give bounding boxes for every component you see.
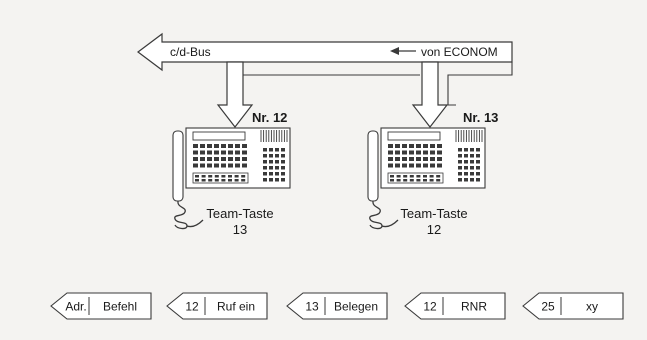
- sequence-arrow-shape: [166, 292, 268, 320]
- econom-arrow-head: [390, 47, 399, 55]
- sequence-arrow-shape: [522, 292, 624, 320]
- sequence-left-label: Adr.: [65, 300, 86, 314]
- sequence-arrow: 12 RNR: [404, 292, 506, 320]
- speaker-grille: [455, 130, 483, 142]
- cord: [174, 200, 204, 230]
- sequence-right-label: Belegen: [334, 300, 378, 314]
- sequence-arrow-shape: [50, 292, 152, 320]
- sequence-right-label: xy: [586, 300, 598, 314]
- sequence-arrow: Adr. Befehl: [50, 292, 152, 320]
- cd-bus-arrow: [137, 32, 513, 72]
- cd-bus-label: c/d-Bus: [170, 45, 211, 59]
- cord: [369, 200, 399, 230]
- sequence-arrow-shape: [404, 292, 506, 320]
- phone-icon: [367, 127, 486, 230]
- sequence-left-label: 13: [305, 300, 319, 314]
- phone-2-caption-line1: Team-Taste: [400, 206, 467, 221]
- function-keys: [263, 148, 285, 182]
- function-keys: [458, 148, 480, 182]
- sequence-arrow: 13 Belegen: [286, 292, 388, 320]
- sequence-right-label: Ruf ein: [217, 300, 255, 314]
- phone-1-caption-line2: 13: [233, 222, 247, 237]
- sequence-arrow: 25 xy: [522, 292, 624, 320]
- phone-icon: [172, 127, 291, 230]
- phone-1-caption-line1: Team-Taste: [206, 206, 273, 221]
- phone-2-number: Nr. 13: [463, 110, 498, 125]
- sequence-left-label: 12: [423, 300, 437, 314]
- speaker-grille: [260, 130, 288, 142]
- down-arrow-phone-2: [411, 61, 449, 128]
- phone-1-number: Nr. 12: [252, 110, 287, 125]
- phone-display: [387, 131, 441, 141]
- keypad: [387, 144, 444, 184]
- sequence-arrows: Adr. Befehl 12 Ruf ein 13 Belegen 12 RNR 25 xy: [50, 292, 624, 320]
- down-arrow-phone-1: [216, 61, 254, 128]
- sequence-arrow-shape: [286, 292, 388, 320]
- econom-line-route: [447, 62, 513, 106]
- handset: [172, 130, 184, 202]
- sequence-right-label: Befehl: [103, 300, 137, 314]
- phone-display: [192, 131, 246, 141]
- sequence-arrow: 12 Ruf ein: [166, 292, 268, 320]
- econom-label: von ECONOM: [421, 45, 498, 59]
- sequence-left-label: 25: [541, 300, 555, 314]
- keypad: [192, 144, 249, 184]
- sequence-right-label: RNR: [461, 300, 487, 314]
- handset: [367, 130, 379, 202]
- sequence-left-label: 12: [185, 300, 199, 314]
- phone-2-caption-line2: 12: [427, 222, 441, 237]
